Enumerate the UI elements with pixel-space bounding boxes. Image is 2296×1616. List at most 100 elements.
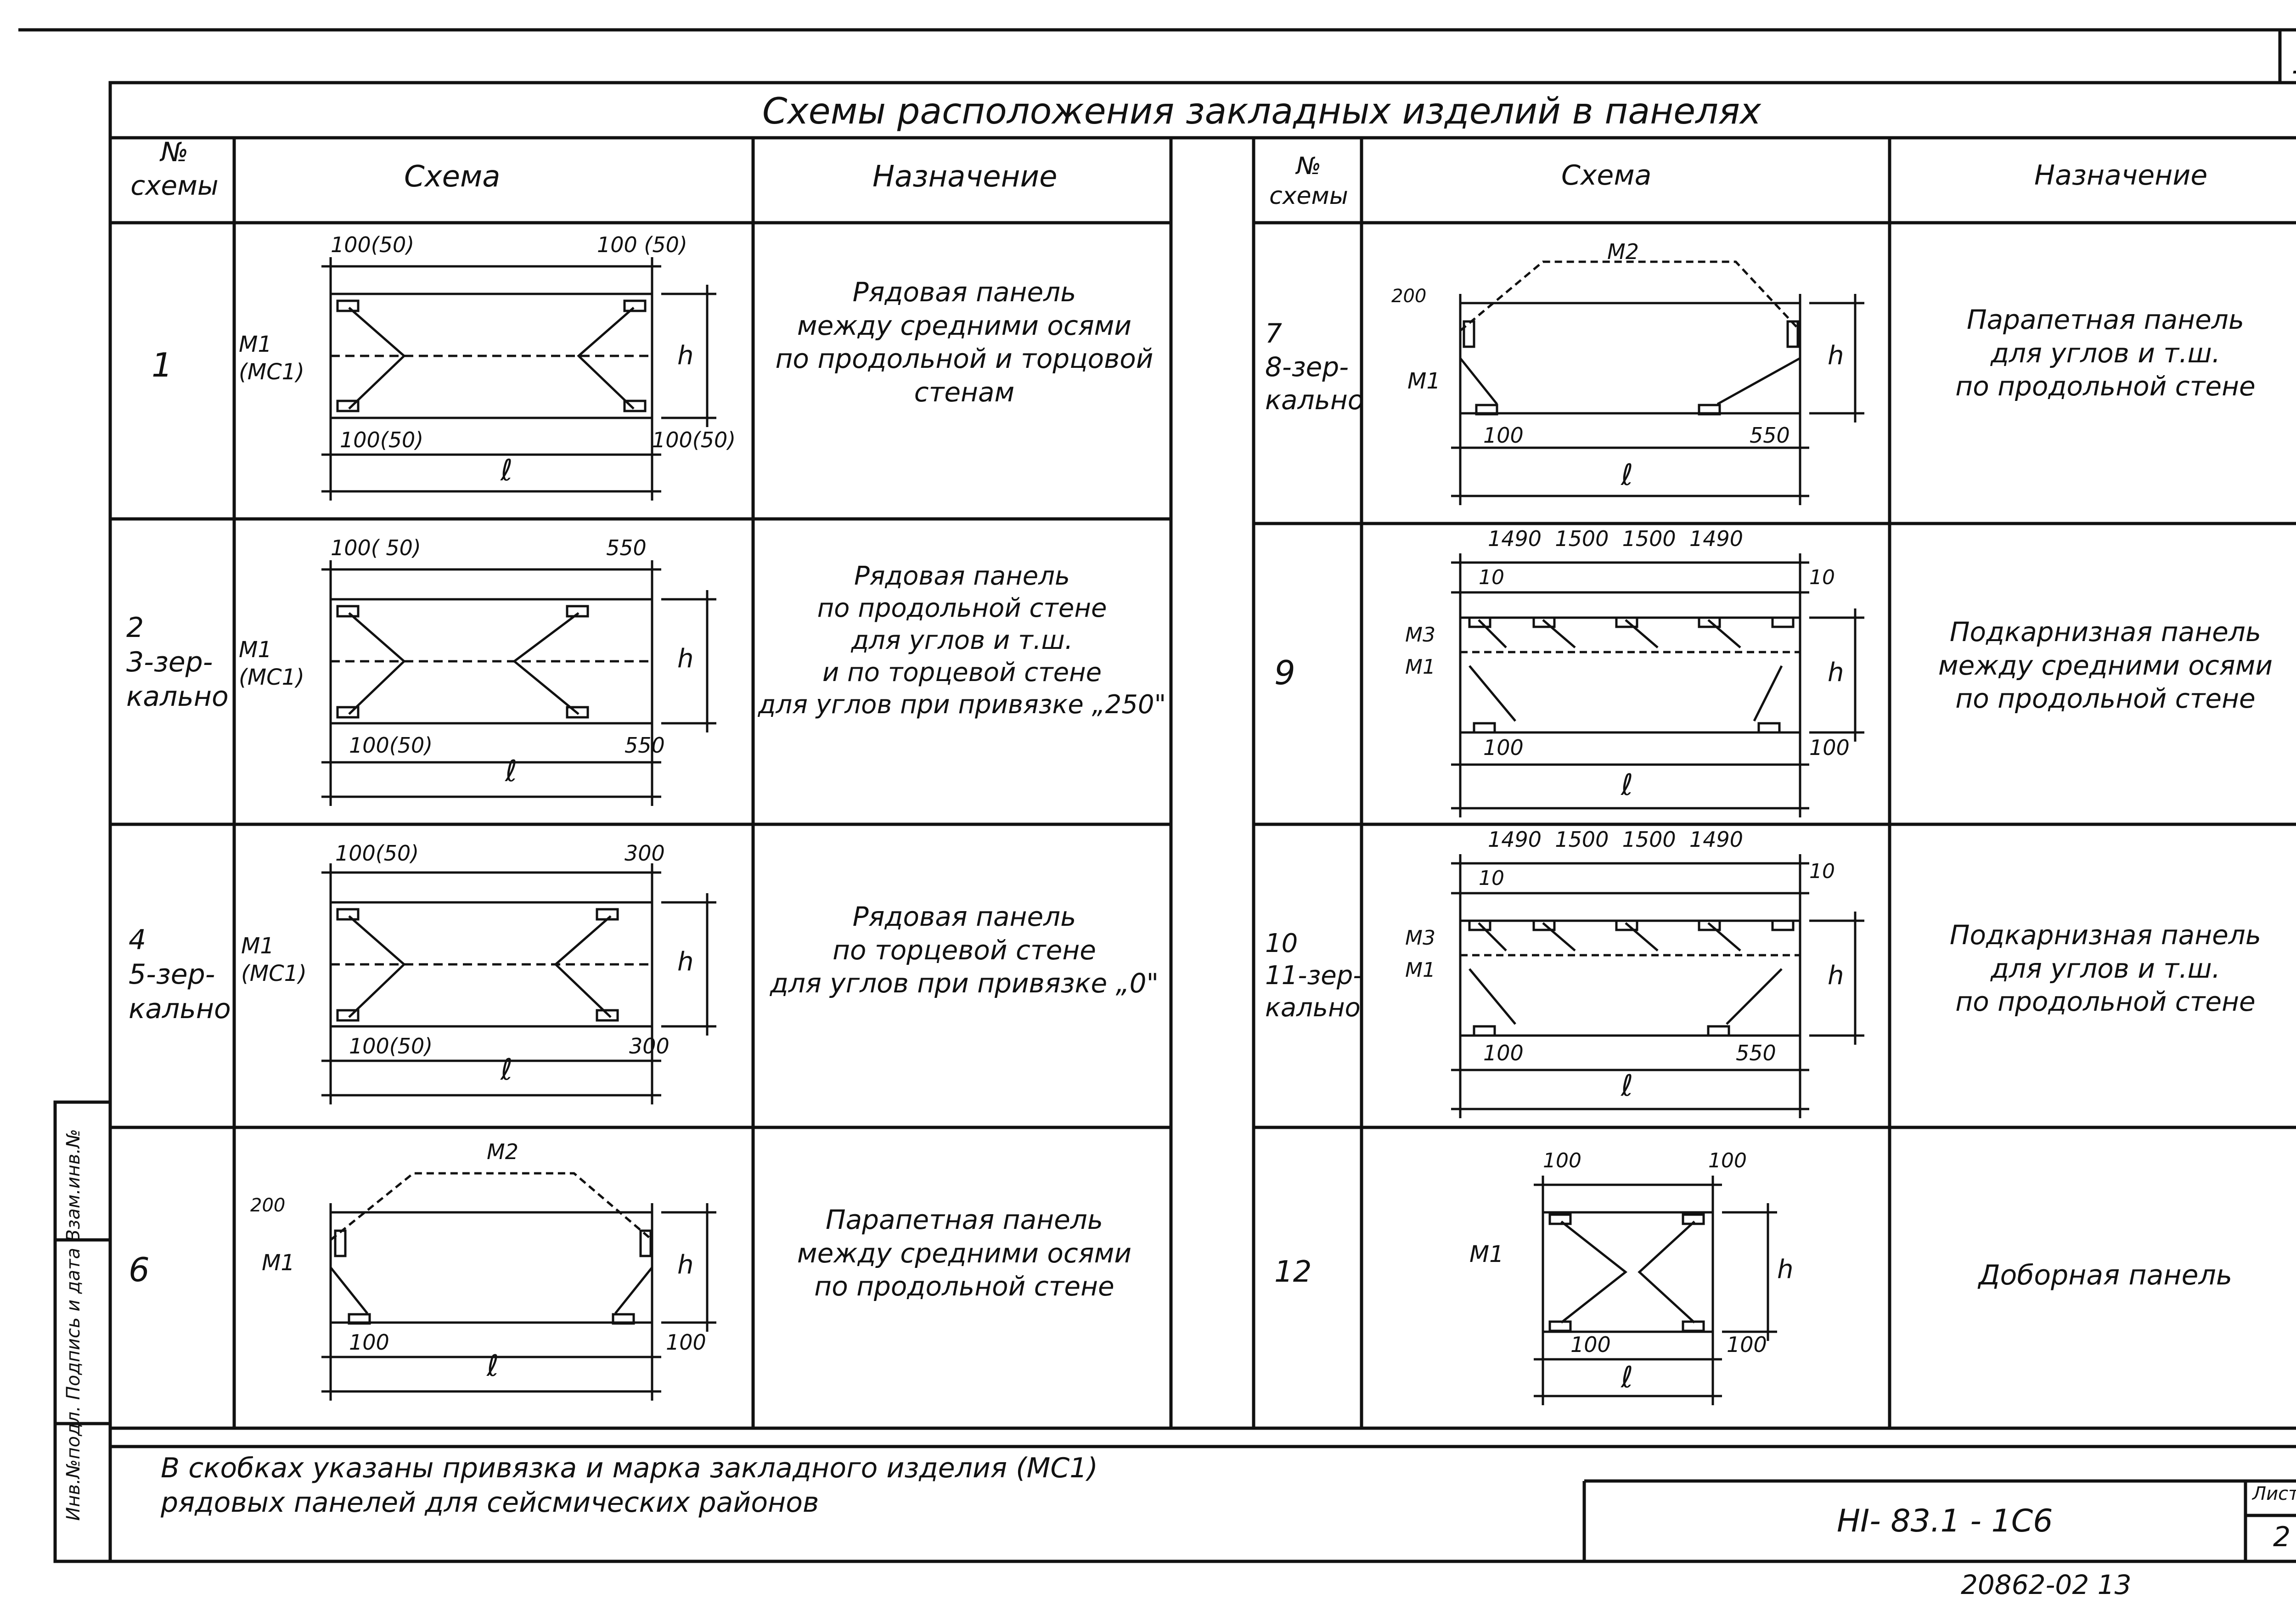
s10-dim-tl: 10 [1479, 867, 1504, 890]
purpose-12: Доборная панель [1978, 1259, 2233, 1291]
s6-side: 200 [250, 1195, 286, 1216]
scheme-number-6: 6 [129, 1250, 150, 1289]
s12-dim-bl: 100 [1570, 1332, 1611, 1357]
s10-l: ℓ [1621, 1069, 1633, 1103]
scheme-number-4: 4 5-зер- кально [129, 924, 231, 1025]
s12-l: ℓ [1621, 1361, 1633, 1395]
s9-dim-bl: 100 [1483, 735, 1524, 760]
purpose-7: Парапетная панель для углов и т.ш. по пр… [1955, 304, 2256, 402]
s4-l: ℓ [501, 1053, 513, 1087]
s2-dim-br: 550 [625, 733, 665, 758]
s4-dim-tr: 300 [625, 841, 665, 866]
s10-top: 1490 1500 1500 1490 [1488, 827, 1743, 852]
s9-mark-m1: М1 [1405, 655, 1435, 679]
purpose-1: Рядовая панель между средними осями по п… [775, 276, 1154, 408]
s7-side: 200 [1391, 286, 1427, 307]
purpose-4: Рядовая панель по торцевой стене для угл… [770, 901, 1159, 999]
scheme-number-2: 2 3-зер- кально [126, 612, 229, 713]
scheme-10-drawing [1451, 854, 1864, 1118]
scheme-2-drawing [321, 560, 716, 806]
s4-h: h [677, 947, 694, 977]
purpose-6: Парапетная панель между средними осями п… [797, 1204, 1132, 1302]
s4-dim-tl: 100(50) [335, 841, 419, 866]
s12-dim-br: 100 [1727, 1332, 1767, 1357]
scheme-12-drawing [1534, 1176, 1777, 1405]
page-number: 12 [2291, 41, 2296, 83]
s10-h: h [1828, 961, 1844, 991]
scheme-1-drawing [321, 257, 716, 501]
scheme-number-9: 9 [1274, 653, 1295, 692]
header-purpose-right: Назначение [2034, 159, 2208, 191]
header-scheme-left: Схема [404, 160, 501, 194]
scheme-number-7: 7 8-зер- кально [1265, 318, 1364, 416]
purpose-10: Подкарнизная панель для углов и т.ш. по … [1949, 919, 2262, 1017]
s2-mark: М1 (МС1) [239, 637, 304, 690]
archive-number: 20862-02 13 [1961, 1569, 2132, 1600]
footnote: В скобках указаны привязка и марка закла… [161, 1452, 1098, 1519]
header-purpose-left: Назначение [872, 160, 1058, 194]
s2-dim-tl: 100( 50) [331, 535, 421, 560]
scheme-6-drawing [321, 1172, 716, 1401]
sheet-label: Лист [2252, 1483, 2296, 1504]
s9-mark-m3: М3 [1405, 623, 1435, 647]
header-num-left: № схемы [130, 136, 219, 201]
s6-mark: М1 [262, 1250, 295, 1276]
s2-l: ℓ [505, 755, 518, 788]
scheme-number-12: 12 [1274, 1255, 1312, 1289]
s2-dim-tr: 550 [606, 535, 647, 560]
page-title: Схемы расположения закладных изделий в п… [762, 91, 1761, 132]
s2-dim-bl: 100(50) [349, 733, 433, 758]
scheme-7-drawing [1451, 260, 1864, 505]
s7-dim-br: 550 [1750, 423, 1790, 448]
scheme-9-drawing [1451, 553, 1864, 817]
scheme-4-drawing [321, 863, 716, 1104]
s1-l: ℓ [501, 454, 513, 488]
s1-h: h [677, 341, 694, 371]
s12-dim-tr: 100 [1708, 1149, 1747, 1172]
document-code: НI- 83.1 - 1С6 [1837, 1503, 2053, 1539]
s7-top: М2 [1607, 239, 1639, 264]
s10-dim-tr: 10 [1809, 860, 1835, 883]
s6-l: ℓ [487, 1349, 499, 1383]
s10-dim-br: 550 [1736, 1041, 1776, 1065]
scheme-number-10: 10 11-зер- кально [1265, 929, 1362, 1023]
s4-dim-br: 300 [629, 1034, 670, 1059]
s12-dim-tl: 100 [1543, 1149, 1581, 1172]
s4-mark: М1 (МС1) [241, 933, 307, 986]
s9-dim-tl: 10 [1479, 566, 1504, 589]
header-num-right: № схемы [1269, 152, 1348, 210]
s1-dim-br: 100(50) [652, 428, 736, 452]
s1-mark: М1 (МС1) [239, 332, 304, 385]
s7-dim-bl: 100 [1483, 423, 1524, 448]
s6-top: М2 [487, 1139, 518, 1164]
s9-h: h [1828, 658, 1844, 687]
s6-dim-bl: 100 [349, 1330, 389, 1355]
s1-dim-bl: 100(50) [340, 428, 424, 452]
s6-dim-br: 100 [666, 1330, 706, 1355]
s7-h: h [1828, 341, 1844, 371]
s1-dim-tr: 100 (50) [597, 232, 687, 257]
s10-mark-m3: М3 [1405, 926, 1435, 950]
sheet-number: 2 [2273, 1521, 2291, 1553]
side-stamp: Инв.№подл. Подпись и дата Взам.инв.№ [63, 1129, 84, 1521]
s10-dim-bl: 100 [1483, 1041, 1524, 1065]
scheme-number-1: 1 [152, 346, 173, 384]
header-scheme-right: Схема [1561, 159, 1652, 191]
s2-h: h [677, 644, 694, 674]
s12-h: h [1777, 1255, 1794, 1284]
s9-dim-tr: 10 [1809, 566, 1835, 589]
purpose-2: Рядовая панель по продольной стене для у… [758, 561, 1166, 720]
s9-l: ℓ [1621, 768, 1633, 802]
s9-dim-br: 100 [1809, 735, 1850, 760]
s7-mark: М1 [1407, 368, 1441, 394]
s1-dim-tl: 100(50) [331, 232, 415, 257]
purpose-9: Подкарнизная панель между средними осями… [1938, 616, 2273, 714]
s7-l: ℓ [1621, 458, 1633, 492]
s4-dim-bl: 100(50) [349, 1034, 433, 1059]
s10-mark-m1: М1 [1405, 958, 1435, 982]
s12-mark: М1 [1469, 1241, 1504, 1267]
s9-top: 1490 1500 1500 1490 [1488, 526, 1743, 551]
s6-h: h [677, 1250, 694, 1280]
